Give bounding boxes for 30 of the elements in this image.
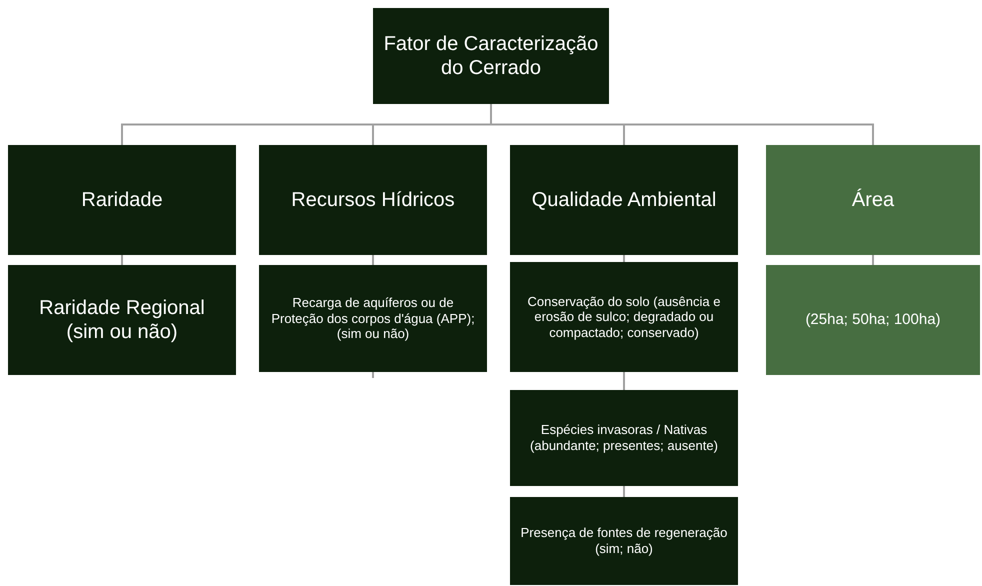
- box-label: Presença de fontes de regeneração (sim; não): [520, 525, 728, 557]
- connector-line: [623, 255, 625, 262]
- box-label: (25ha; 50ha; 100ha): [805, 311, 941, 329]
- connector-line: [623, 372, 625, 390]
- connector-line: [121, 255, 123, 265]
- category-box: [373, 8, 609, 104]
- category-box: [259, 145, 487, 255]
- box-label: Espécies invasoras / Nativas (abundante; presentes; ausente): [529, 422, 719, 454]
- box-label: Qualidade Ambiental: [532, 188, 716, 212]
- category-box: [510, 497, 738, 585]
- box-label: Conservação do solo (ausência e erosão de sulco; degradado ou compactado; conservado): [526, 294, 722, 340]
- category-box: [766, 265, 980, 375]
- category-box: [8, 145, 236, 255]
- connector-line: [372, 372, 374, 378]
- category-box: [259, 265, 487, 372]
- box-label: Raridade Regional (sim ou não): [38, 296, 206, 344]
- category-box: [8, 265, 236, 375]
- connector-line: [872, 255, 874, 265]
- box-label: Raridade: [81, 188, 163, 212]
- connector-line: [623, 486, 625, 497]
- category-box: [766, 145, 980, 255]
- box-label: Recursos Hídricos: [291, 188, 455, 212]
- category-box: [510, 390, 738, 486]
- box-label: Recarga de aquíferos ou de Proteção dos corpos d'água (APP); (sim ou não): [270, 295, 476, 342]
- connector-line: [372, 255, 374, 265]
- category-box: [510, 262, 738, 372]
- connector-line: [490, 104, 874, 145]
- box-label: Fator de Caracterização do Cerrado: [383, 32, 599, 80]
- box-label: Área: [852, 188, 894, 212]
- category-box: [510, 145, 738, 255]
